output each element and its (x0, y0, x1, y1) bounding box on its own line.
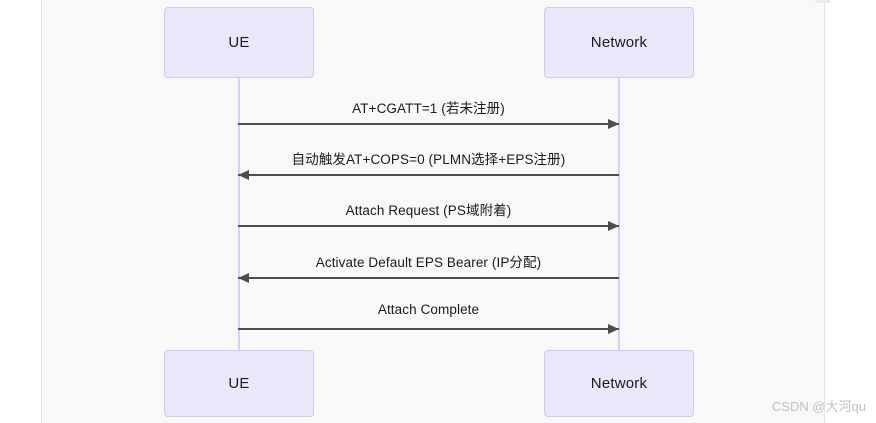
arrow-right-icon-3 (608, 221, 619, 231)
message-label-3: Attach Request (PS域附着) (345, 203, 512, 218)
watermark-text: CSDN @大河qu (771, 399, 866, 414)
participant-label-network-top: Network (590, 34, 648, 51)
arrow-left-icon-4 (238, 273, 249, 283)
participant-box-network-bottom: Network (544, 350, 694, 417)
message-arrow-1: AT+CGATT=1 (若未注册) (238, 101, 619, 129)
lifeline-ue (238, 78, 240, 350)
message-line-4 (238, 277, 619, 279)
arrow-right-icon-1 (608, 119, 619, 129)
message-line-3 (238, 225, 619, 227)
message-line-2 (238, 174, 619, 176)
participant-label-ue-bottom: UE (228, 375, 250, 392)
arrow-right-icon-5 (608, 324, 619, 334)
message-arrow-5: Attach Complete (238, 302, 619, 334)
message-arrow-2: 自动触发AT+COPS=0 (PLMN选择+EPS注册) (238, 152, 619, 180)
watermark-mark-icon (814, 0, 832, 3)
participant-label-ue-top: UE (228, 34, 250, 51)
message-line-1 (238, 123, 619, 125)
sequence-diagram-canvas: UE Network AT+CGATT=1 (若未注册) 自动触发AT+COPS… (41, 0, 832, 423)
participant-box-ue-top: UE (164, 7, 314, 78)
arrow-left-icon-2 (238, 170, 249, 180)
message-arrow-4: Activate Default EPS Bearer (IP分配) (238, 255, 619, 283)
lifeline-network (618, 78, 620, 350)
message-label-2: 自动触发AT+COPS=0 (PLMN选择+EPS注册) (291, 152, 566, 167)
message-arrow-3: Attach Request (PS域附着) (238, 203, 619, 231)
participant-box-network-top: Network (544, 7, 694, 78)
message-label-5: Attach Complete (377, 302, 480, 317)
message-label-4: Activate Default EPS Bearer (IP分配) (315, 255, 542, 270)
participant-box-ue-bottom: UE (164, 350, 314, 417)
message-line-5 (238, 328, 619, 330)
message-label-1: AT+CGATT=1 (若未注册) (352, 101, 505, 116)
participant-label-network-bottom: Network (590, 375, 648, 392)
